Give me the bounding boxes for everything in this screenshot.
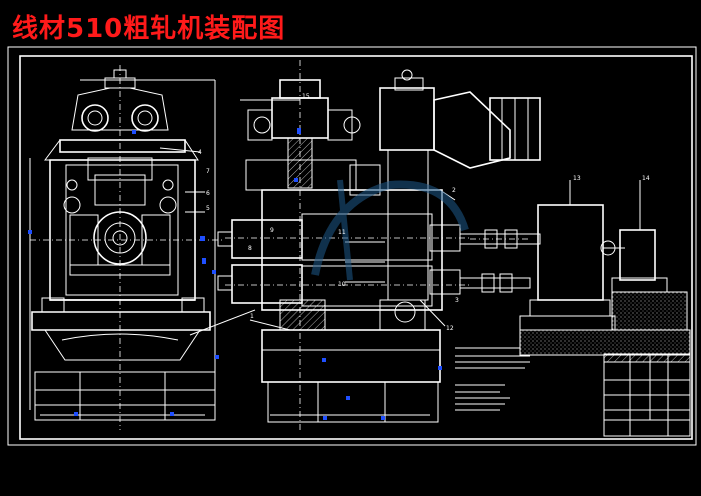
technical-notes-block (455, 347, 530, 411)
part-number-7: 7 (206, 168, 210, 175)
stand-side-section (212, 60, 541, 430)
stand-front-view (28, 65, 256, 430)
drawing-title: 线材510粗轧机装配图 (12, 14, 286, 44)
spindle-shafts (459, 229, 541, 293)
inner-frame (19, 55, 693, 440)
title-block (603, 353, 691, 437)
part-number-13: 13 (573, 175, 581, 182)
gear-box-and-motor (519, 180, 691, 356)
outer-frame (7, 46, 697, 446)
watermark-logo (311, 179, 469, 281)
part-number-11: 11 (338, 229, 346, 236)
part-number-4: 4 (198, 149, 202, 156)
part-number-2: 2 (452, 187, 456, 194)
part-number-1: 1 (250, 313, 254, 320)
part-number-5: 5 (206, 205, 210, 212)
part-number-9: 9 (270, 227, 274, 234)
part-number-3: 3 (455, 297, 459, 304)
part-number-12: 12 (446, 325, 454, 332)
part-number-15: 15 (302, 93, 310, 100)
part-number-6: 6 (206, 190, 210, 197)
part-number-8: 8 (248, 245, 252, 252)
part-number-10: 10 (338, 281, 346, 288)
part-number-14: 14 (642, 175, 650, 182)
